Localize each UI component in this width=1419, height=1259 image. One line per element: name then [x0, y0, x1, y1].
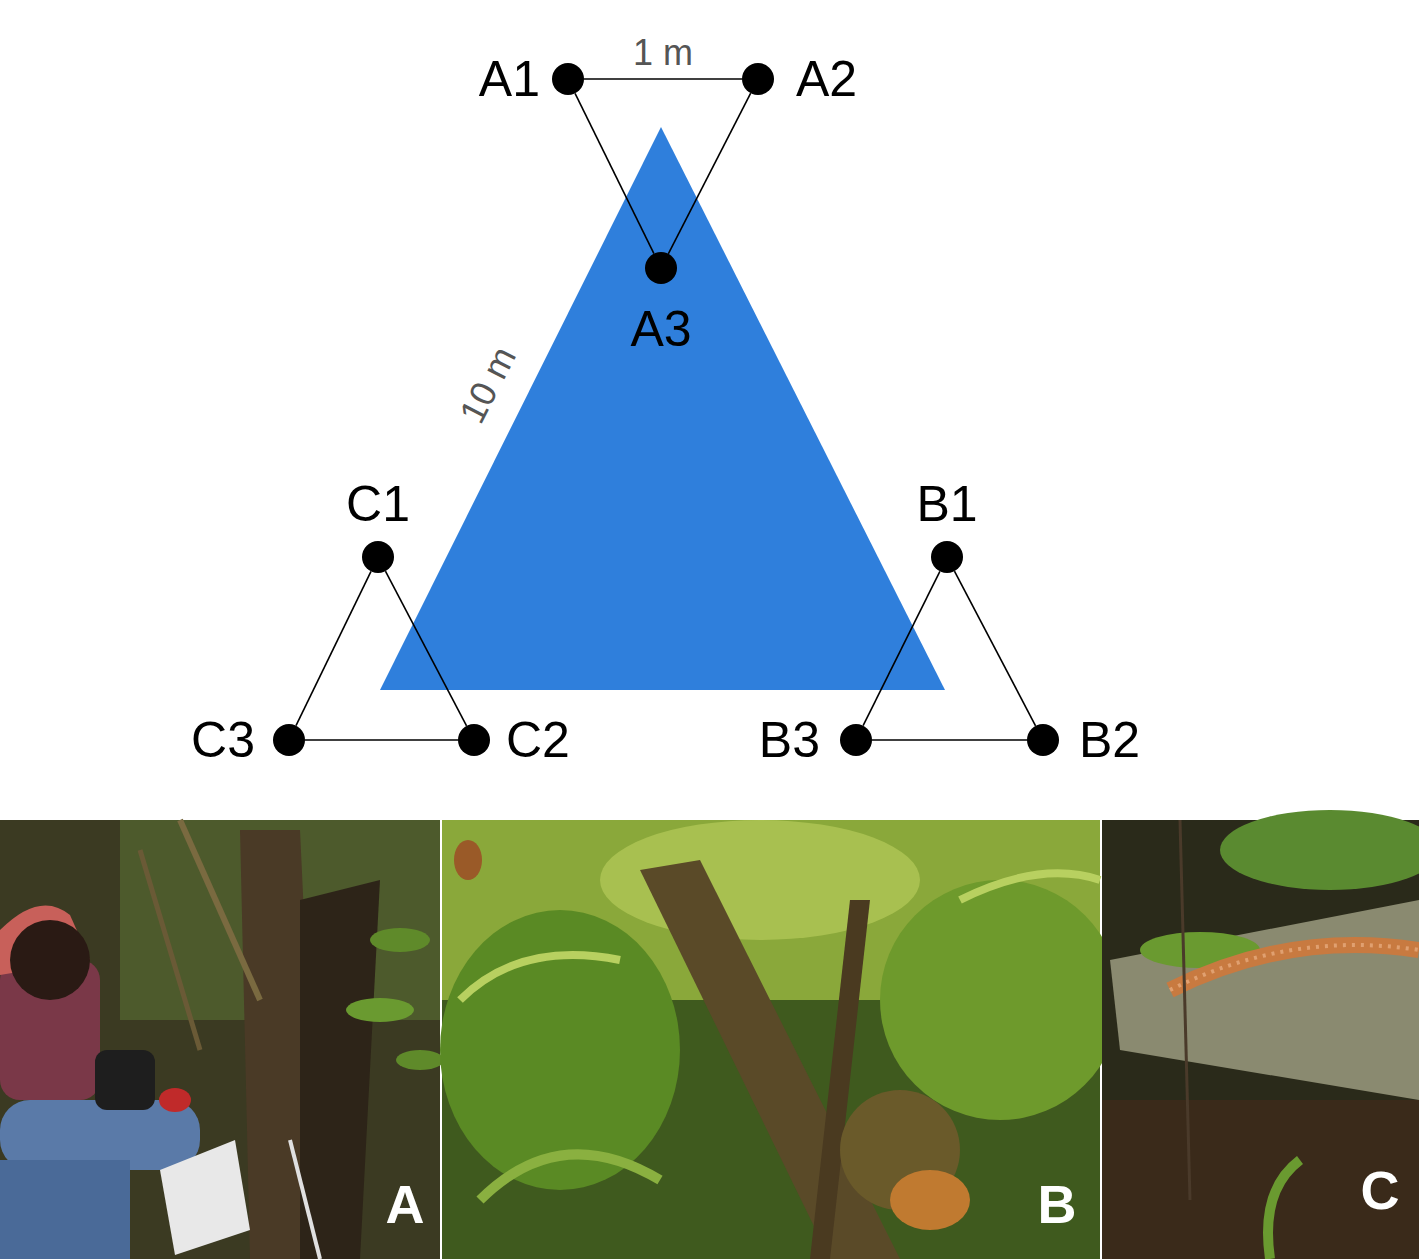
point-label: B2: [1079, 715, 1140, 765]
point-label: B3: [759, 715, 820, 765]
connector-line: [668, 93, 750, 254]
sample-point: B2: [1027, 724, 1059, 756]
panel-letter: A: [386, 1177, 425, 1231]
dimension-label: 10 m: [454, 341, 522, 429]
photo-c: [1102, 810, 1419, 1259]
point-label: A2: [796, 54, 857, 104]
sample-point: B3: [840, 724, 872, 756]
photo-b: [440, 820, 1120, 1259]
sample-point: C3: [273, 724, 305, 756]
point-label: C1: [346, 479, 410, 529]
sample-point: A3: [645, 252, 677, 284]
connector-line: [575, 93, 654, 253]
point-label: C2: [506, 715, 570, 765]
sample-point: C2: [458, 724, 490, 756]
connector-line: [584, 78, 742, 80]
sample-point: A1: [552, 63, 584, 95]
connector-line: [305, 739, 458, 741]
plot-triangle: [380, 127, 945, 690]
connector-line: [872, 739, 1027, 741]
panel-letter: B: [1038, 1177, 1077, 1231]
point-label: A1: [479, 54, 540, 104]
sample-point: B1: [931, 541, 963, 573]
point-label: B1: [916, 479, 977, 529]
dimension-label: 1 m: [633, 35, 693, 71]
panel-letter: C: [1361, 1163, 1400, 1217]
sample-point: C1: [362, 541, 394, 573]
connector-line: [954, 571, 1035, 726]
connector-line: [296, 571, 371, 725]
connector-line: [385, 571, 466, 726]
connector-line: [863, 571, 940, 725]
point-label: C3: [191, 715, 255, 765]
photo-a: [0, 820, 444, 1259]
point-label: A3: [630, 304, 691, 354]
sample-point: A2: [742, 63, 774, 95]
